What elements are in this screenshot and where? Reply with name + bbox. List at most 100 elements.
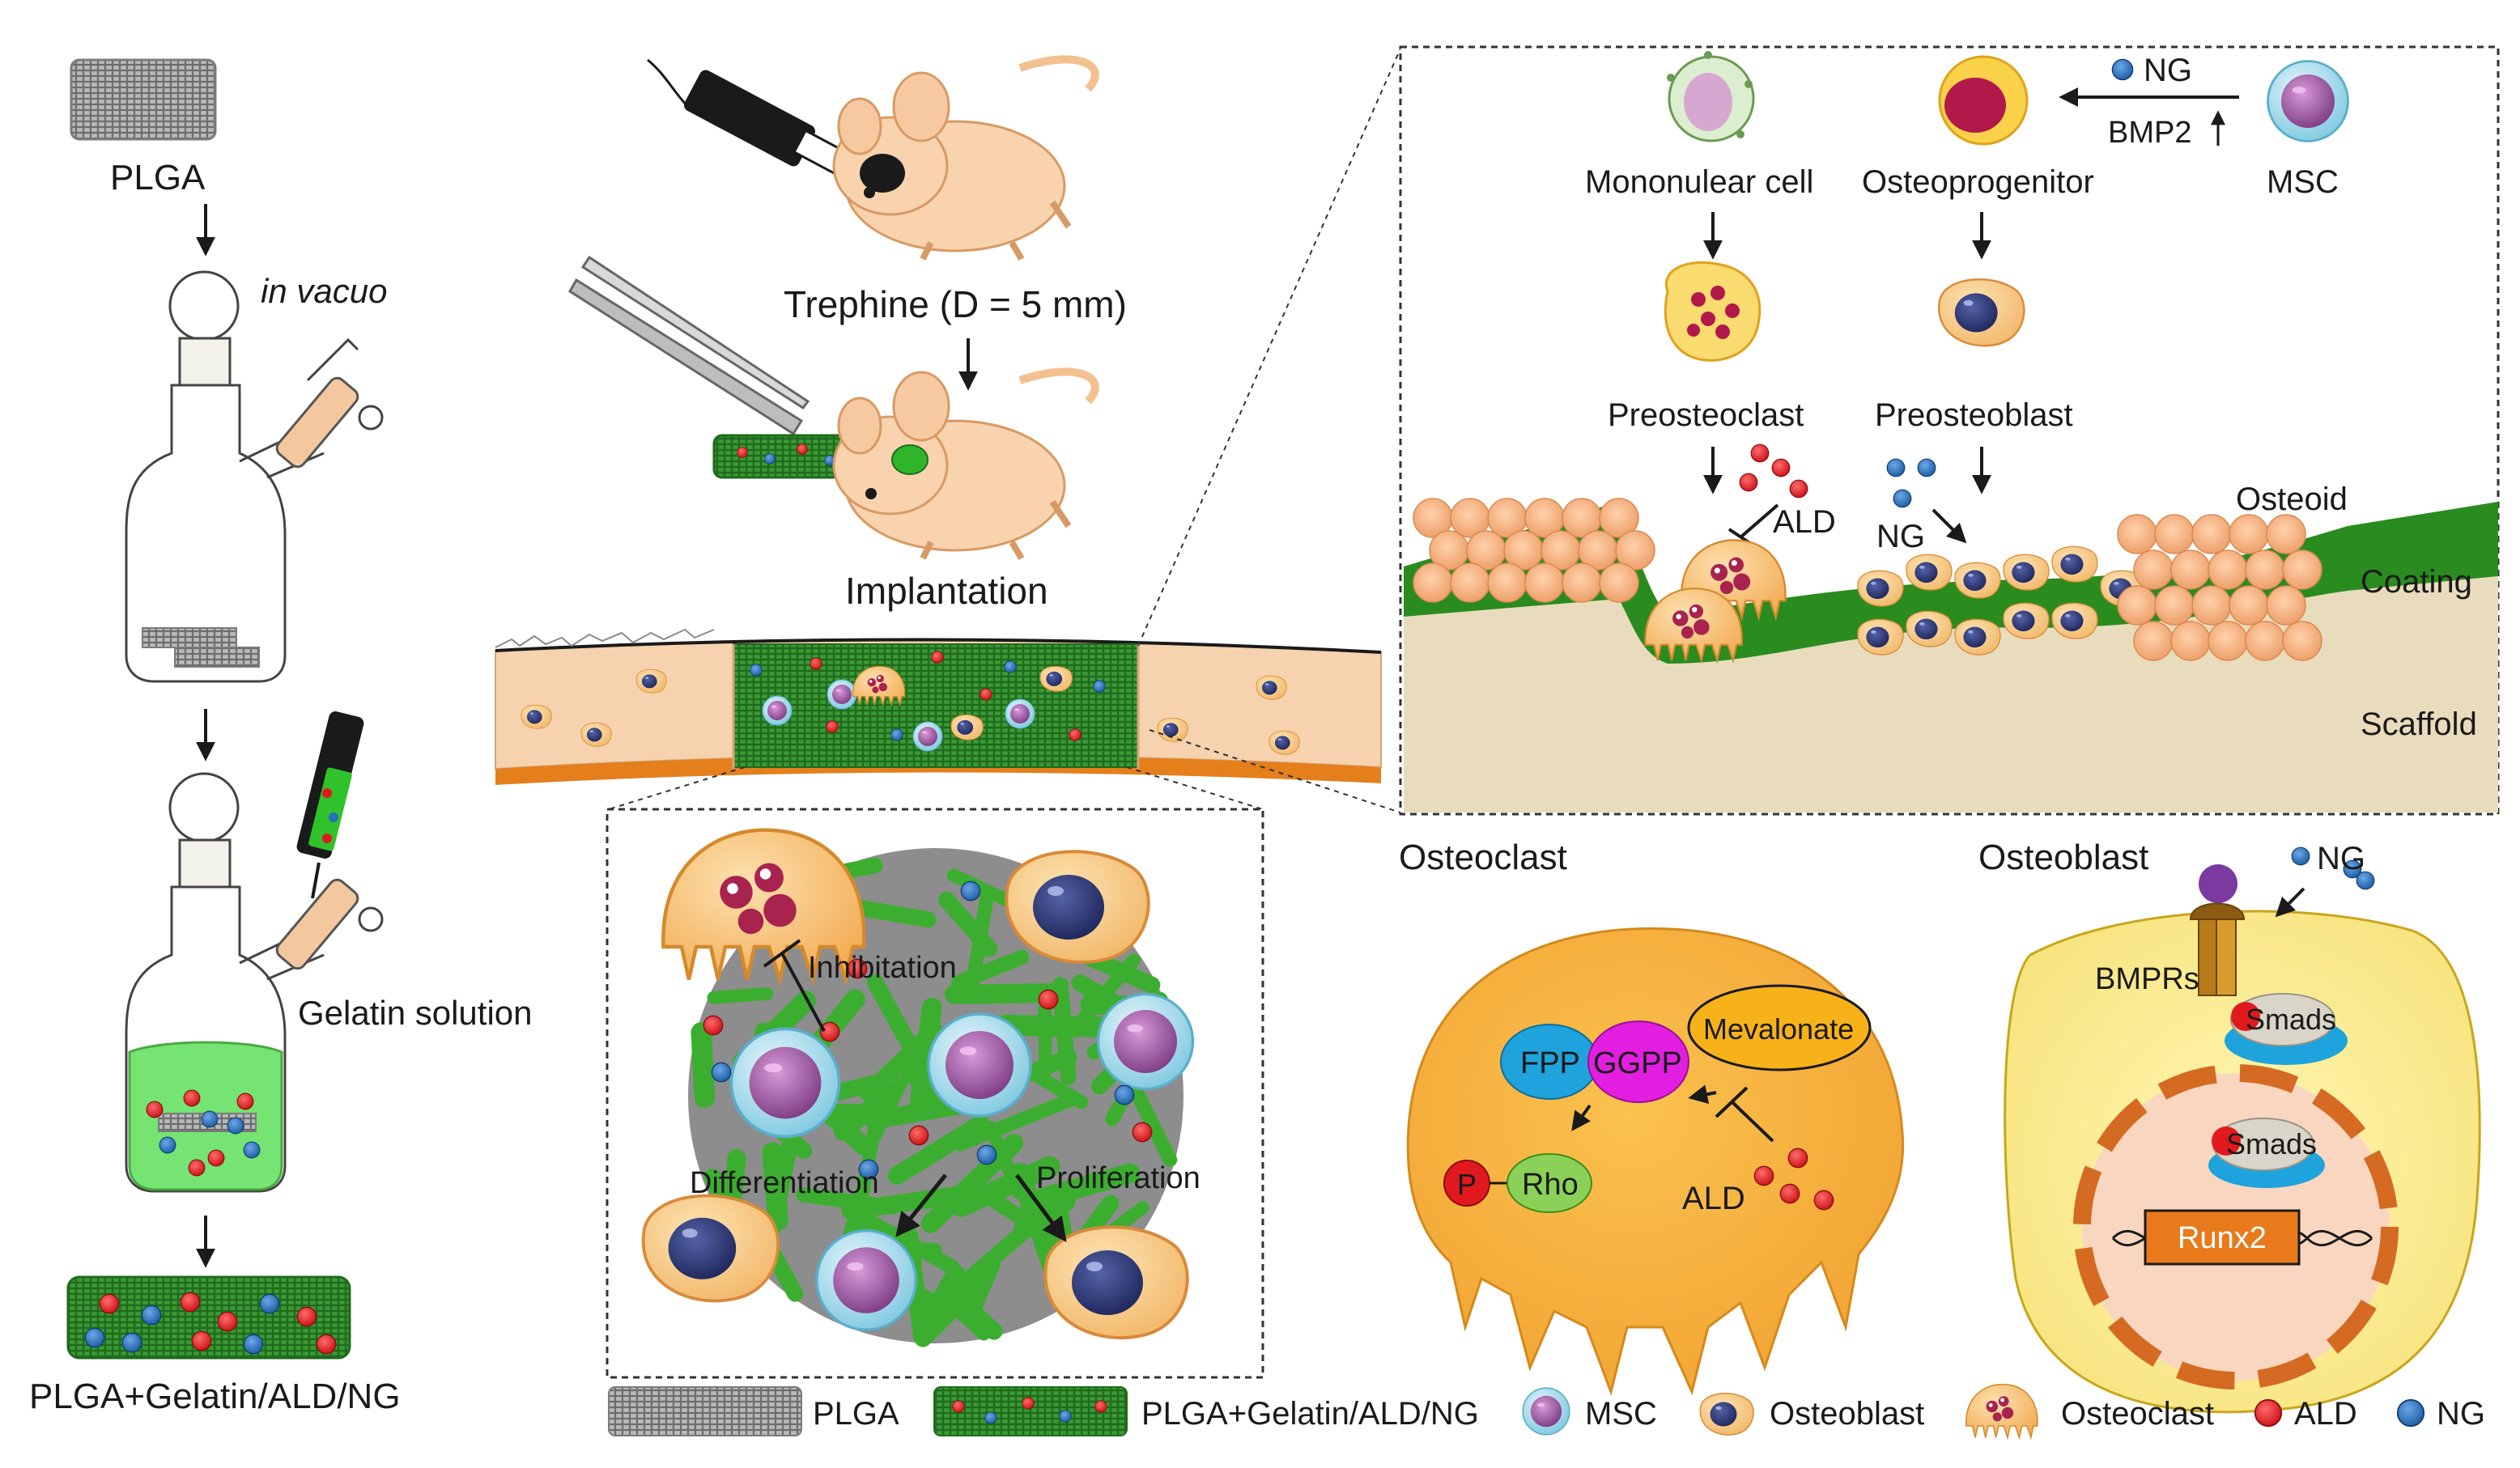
osteoblast-cell [2051, 545, 2098, 583]
osteoblast-mechanism: Osteoblast NG BMPRs Smads Smads Runx2 [1978, 838, 2481, 1414]
zoom-msc-2 [927, 1012, 1032, 1118]
gelatin-strand [964, 890, 994, 995]
pathway-panel: NG BMP2 Mononulear cell Osteoprogenitor … [1399, 45, 2500, 816]
zoom-panel: Inhibitation Differentiation Proliferati… [606, 808, 1264, 1379]
legend-ald-label: ALD [2294, 1396, 2357, 1432]
mononuclear-label: Mononulear cell [1585, 164, 1813, 200]
osteoid-bead [1599, 562, 1639, 603]
mevalonate-node [1687, 984, 1872, 1071]
osteoblast-cell [1906, 610, 1953, 647]
osteoid-bead [2117, 585, 2157, 626]
gelatin-strand [953, 1093, 1078, 1152]
osteoprogenitor-label: Osteoprogenitor [1862, 164, 2094, 200]
zoom-line-bottom-right [1126, 766, 1264, 810]
scaffold-label: Scaffold [2361, 706, 2477, 742]
syringe-icon [296, 711, 364, 899]
preosteoclast-icon [1664, 261, 1761, 362]
plga-label: PLGA [110, 158, 206, 197]
arrow-ng-to-receptor [2275, 887, 2305, 918]
smads-label-1: Smads [2246, 1003, 2336, 1036]
osteoblast-cell [2003, 554, 2050, 591]
legend-ng-label: NG [2437, 1396, 2485, 1432]
proliferation-arrow [1014, 1173, 1067, 1242]
osteoid-bead [2282, 549, 2322, 590]
gelatin-strand [892, 1055, 948, 1110]
osteoid-bead [2133, 549, 2174, 590]
osteoprogenitor-icon [1938, 55, 2029, 146]
osteoblast-cell [1954, 562, 2001, 599]
implantation-label: Implantation [845, 570, 1048, 612]
osteoid-bead [1615, 530, 1655, 571]
osteoid-bead [2208, 621, 2248, 661]
surgery-section: Trephine (D = 5 mm) Implantation [567, 55, 1127, 612]
ald-mech-label: ALD [1682, 1181, 1745, 1216]
differentiation-arrow [895, 1173, 947, 1237]
preosteoblast-icon [1937, 278, 2025, 347]
osteoid-bead [2245, 621, 2285, 661]
gelatin-strand [764, 1136, 798, 1237]
osteoid-bead [1524, 562, 1565, 603]
arrow-ng-to-blasts [1931, 508, 1967, 544]
inhibition-line [780, 953, 826, 1032]
osteoid-bead [2117, 514, 2157, 554]
tweezers-icon [567, 255, 810, 436]
p-label: P [1457, 1168, 1477, 1201]
rho-node [1506, 1153, 1592, 1213]
rho-label: Rho [1522, 1168, 1579, 1202]
gelatin-strand [865, 1096, 971, 1130]
legend-osteoblast-label: Osteoblast [1770, 1396, 1924, 1432]
osteoid-bead [2245, 549, 2285, 590]
osteoid-beads-left [1413, 498, 1655, 603]
smads-p-1 [2231, 1002, 2260, 1031]
gelatin-strand [920, 1133, 1024, 1233]
smads-label-2: Smads [2226, 1127, 2317, 1160]
fabrication-column: PLGA in vacuo [29, 58, 533, 1416]
bmpr-receptor-icon [2189, 864, 2246, 996]
ald-label: ALD [1773, 504, 1836, 540]
zoom-osteoblast-left [641, 1194, 780, 1303]
arrow-ggpp-to-rho [1571, 1104, 1591, 1131]
gelatin-strand [1125, 1076, 1178, 1167]
gelatin-strand [707, 986, 774, 1004]
legend-msc-icon [1522, 1387, 1570, 1436]
osteoclast-panel-title: Osteoclast [1399, 838, 1567, 877]
osteoid-label: Osteoid [2236, 482, 2348, 517]
differentiation-label: Differentiation [690, 1166, 879, 1200]
inhibition-label: Inhibitation [808, 951, 957, 985]
msc-top-icon [2267, 60, 2349, 142]
composite-scaffold-icon [66, 1275, 351, 1360]
legend-plga-swatch [608, 1386, 802, 1436]
plga-scaffold-icon [70, 58, 217, 141]
osteoid-bead [2266, 514, 2306, 554]
ggpp-node [1587, 1020, 1689, 1103]
osteoblast-cell [1906, 554, 1953, 591]
arrow-meva-to-ggpp [1688, 1084, 1717, 1105]
osteoid-bead [1413, 562, 1453, 603]
osteoid-bead [2154, 585, 2195, 626]
osteoid-bead [2133, 621, 2174, 661]
osteoid-bead [1599, 498, 1639, 538]
osteoid-bead [1562, 562, 1602, 603]
preosteoclast-label: Preosteoclast [1608, 397, 1804, 433]
osteoblast-cell [1954, 618, 2001, 656]
bmp2-label: BMP2 [2108, 116, 2191, 150]
gelatin-strand [1038, 997, 1052, 1077]
osteoblast-cell [1857, 570, 1904, 607]
composite-label: PLGA+Gelatin/ALD/NG [29, 1377, 401, 1416]
zoom-msc-3 [1096, 992, 1195, 1091]
osteoid-bead [2282, 621, 2322, 661]
gelatin-flask [125, 772, 384, 1193]
ng-top-label: NG [2144, 53, 2192, 88]
zoom-msc-1 [729, 1027, 841, 1139]
osteoclast-mechanism: Osteoclast FPP GGPP Mevalonate P Rho ALD [1399, 838, 1905, 1397]
osteoblast-cell [2003, 602, 2050, 639]
osteoid-beads-right [2117, 514, 2322, 661]
ng-label: NG [1876, 519, 1925, 554]
legend-composite-label: PLGA+Gelatin/ALD/NG [1141, 1396, 1479, 1432]
osteoid-bead [2170, 621, 2211, 661]
bone-band [495, 628, 1382, 785]
legend-osteoblast-icon [1699, 1392, 1754, 1436]
osteoblast-panel-title: Osteoblast [1978, 838, 2148, 877]
mouse-top-icon [832, 55, 1099, 261]
vacuum-flask [125, 270, 384, 683]
